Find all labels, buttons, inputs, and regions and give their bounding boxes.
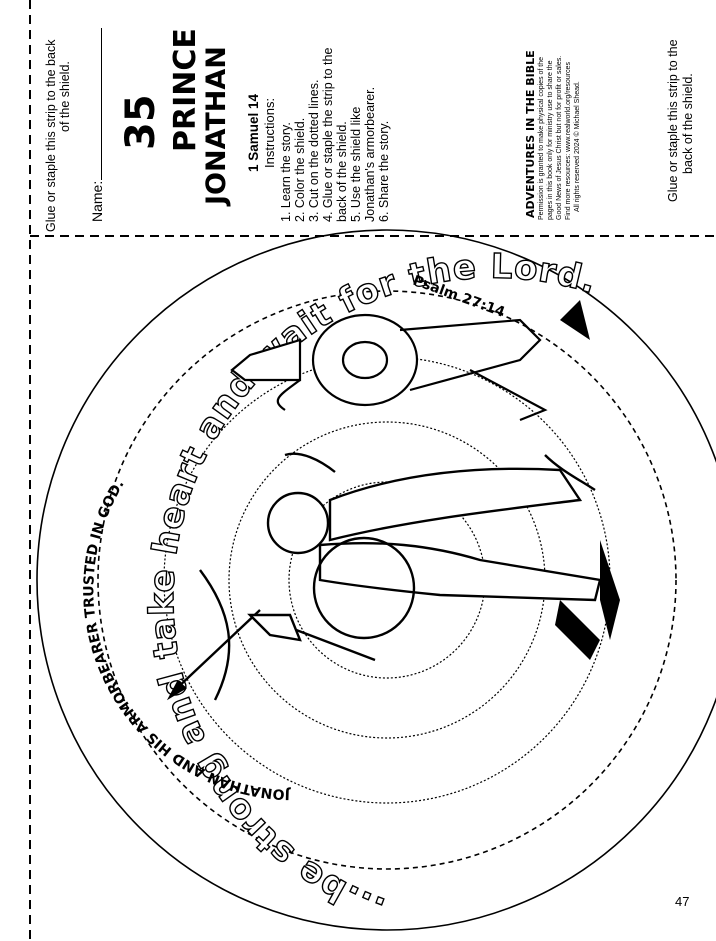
name-line[interactable]	[101, 28, 102, 180]
armorbearer-figure	[230, 313, 548, 422]
shield-outer-rim	[36, 229, 716, 931]
jonathan-figure	[266, 452, 602, 640]
ground-shading	[555, 300, 620, 660]
page-number: 47	[675, 894, 690, 909]
shield-inner-rim	[97, 290, 677, 870]
bow-and-arrow	[166, 569, 376, 701]
